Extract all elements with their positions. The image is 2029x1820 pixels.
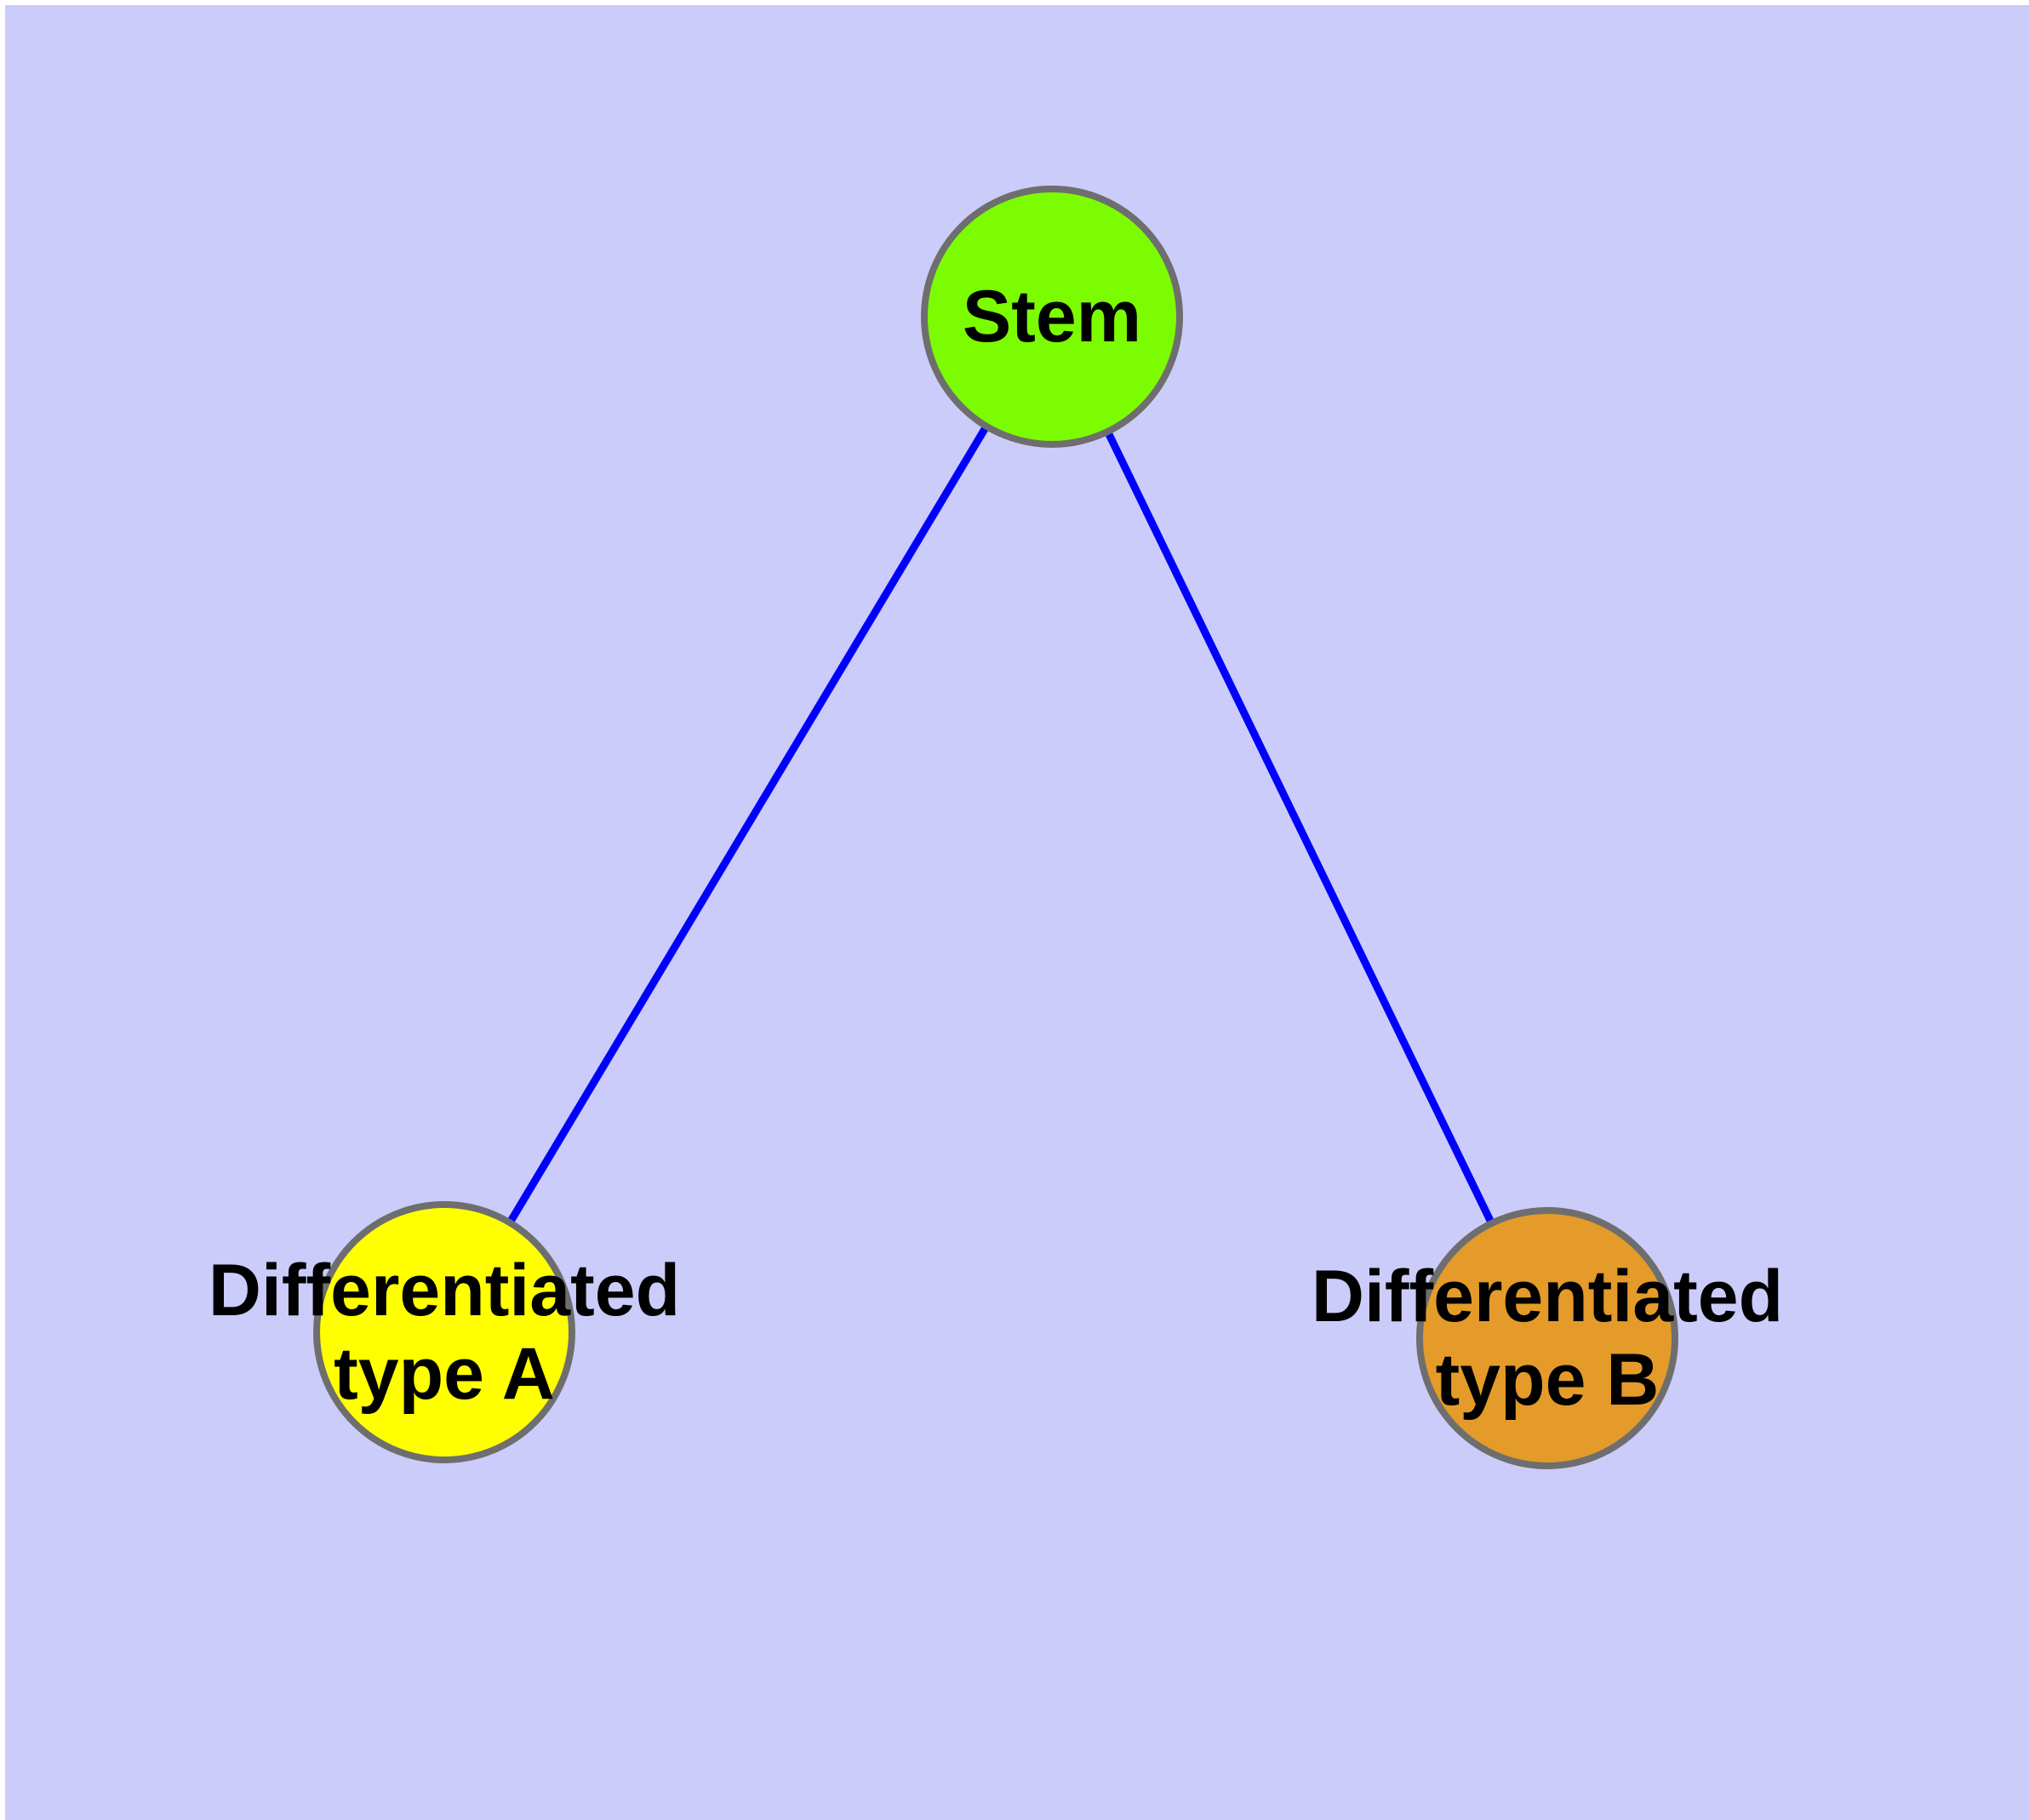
node-layer [313,186,1678,1469]
node-diff-a-circle[interactable] [313,1201,575,1463]
node-diff-a-label-line2: type A [334,1333,555,1415]
node-diff-b-label-line2: type B [1436,1339,1660,1421]
node-stem-label: Stem [963,276,1141,358]
node-stem-circle[interactable] [921,186,1183,448]
node-stem[interactable] [921,186,1183,448]
node-diff-b[interactable] [1416,1207,1678,1469]
edge-stem-to-diff-b[interactable] [1104,430,1495,1225]
edge-layer [506,424,1495,1225]
node-diff-a-label-line1: Differentiated [209,1250,680,1331]
node-diff-b-label-line1: Differentiated [1312,1256,1783,1337]
node-diff-a[interactable] [313,1201,575,1463]
edge-stem-to-diff-a[interactable] [506,424,990,1225]
label-layer: Stem Differentiated type A Differentiate… [209,276,1783,1421]
node-diff-b-circle[interactable] [1416,1207,1678,1469]
